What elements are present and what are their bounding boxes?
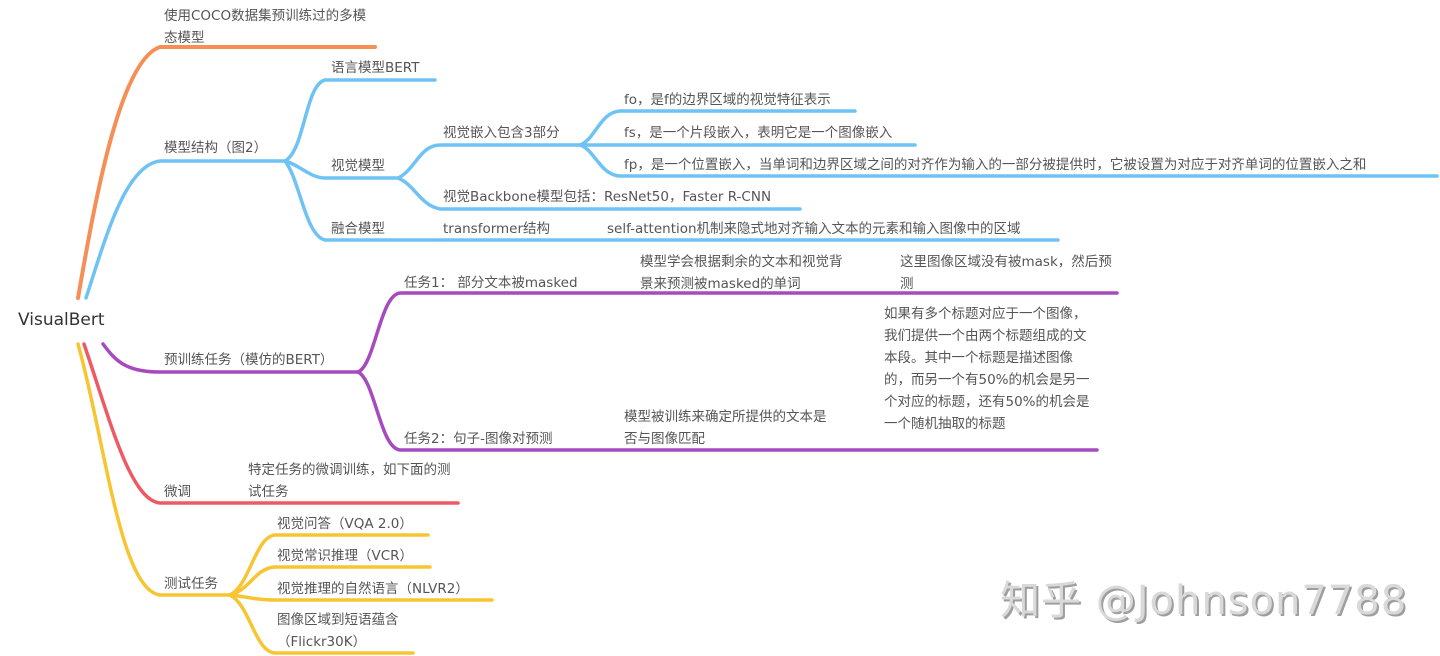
edge-blue [84, 78, 1439, 300]
node-task2-detail[interactable]: 模型被训练来确定所提供的文本是否与图像匹配 [624, 409, 827, 447]
node-pretrain-tasks[interactable]: 预训练任务（模仿的BERT） [164, 352, 334, 368]
node-task2-note[interactable]: 如果有多个标题对应于一个图像，我们提供一个由两个标题组成的文本段。其中一个标题是… [884, 306, 1090, 432]
node-fp[interactable]: fp，是一个位置嵌入，当单词和边界区域之间的对齐作为输入的一部分被提供时，它被设… [624, 157, 1367, 173]
node-test-flickr30k[interactable]: 图像区域到短语蕴含（Flickr30K） [277, 612, 399, 650]
watermark: 知乎 @Johnson7788 [1000, 578, 1408, 624]
edge-purple [101, 291, 1119, 452]
node-model-structure[interactable]: 模型结构（图2） [164, 140, 268, 156]
edge-red [82, 342, 460, 505]
node-task1-detail[interactable]: 模型学会根据剩余的文本和视觉背景来预测被masked的单词 [640, 254, 843, 292]
node-task1[interactable]: 任务1： 部分文本被masked [404, 275, 578, 291]
node-test-tasks[interactable]: 测试任务 [164, 576, 218, 592]
node-transformer[interactable]: transformer结构 [443, 221, 551, 237]
node-self-attention[interactable]: self-attention机制来隐式地对齐输入文本的元素和输入图像中的区域 [607, 221, 1021, 237]
node-finetune-detail[interactable]: 特定任务的微调训练，如下面的测试任务 [248, 462, 451, 500]
node-visual-backbone[interactable]: 视觉Backbone模型包括：ResNet50，Faster R-CNN [443, 189, 772, 205]
node-visual-model[interactable]: 视觉模型 [331, 158, 385, 174]
node-language-model[interactable]: 语言模型BERT [331, 60, 420, 76]
node-task1-note[interactable]: 这里图像区域没有被mask，然后预测 [900, 254, 1112, 292]
node-fs[interactable]: fs，是一个片段嵌入，表明它是一个图像嵌入 [624, 125, 893, 141]
node-visual-embedding[interactable]: 视觉嵌入包含3部分 [443, 125, 560, 141]
root-node[interactable]: VisualBert [18, 310, 105, 330]
node-finetune[interactable]: 微调 [164, 484, 191, 500]
node-coco-pretrained[interactable]: 使用COCO数据集预训练过的多模态模型 [164, 8, 367, 46]
node-fusion-model[interactable]: 融合模型 [331, 221, 385, 237]
node-test-nlvr2[interactable]: 视觉推理的自然语言（NLVR2） [277, 581, 469, 597]
node-test-vcr[interactable]: 视觉常识推理（VCR） [277, 548, 414, 564]
edge-yellow [76, 342, 494, 655]
edge-orange [76, 45, 377, 300]
node-fo[interactable]: fo，是f的边界区域的视觉特征表示 [624, 92, 831, 108]
node-test-vqa[interactable]: 视觉问答（VQA 2.0） [277, 516, 413, 532]
node-task2[interactable]: 任务2：句子-图像对预测 [404, 431, 553, 447]
